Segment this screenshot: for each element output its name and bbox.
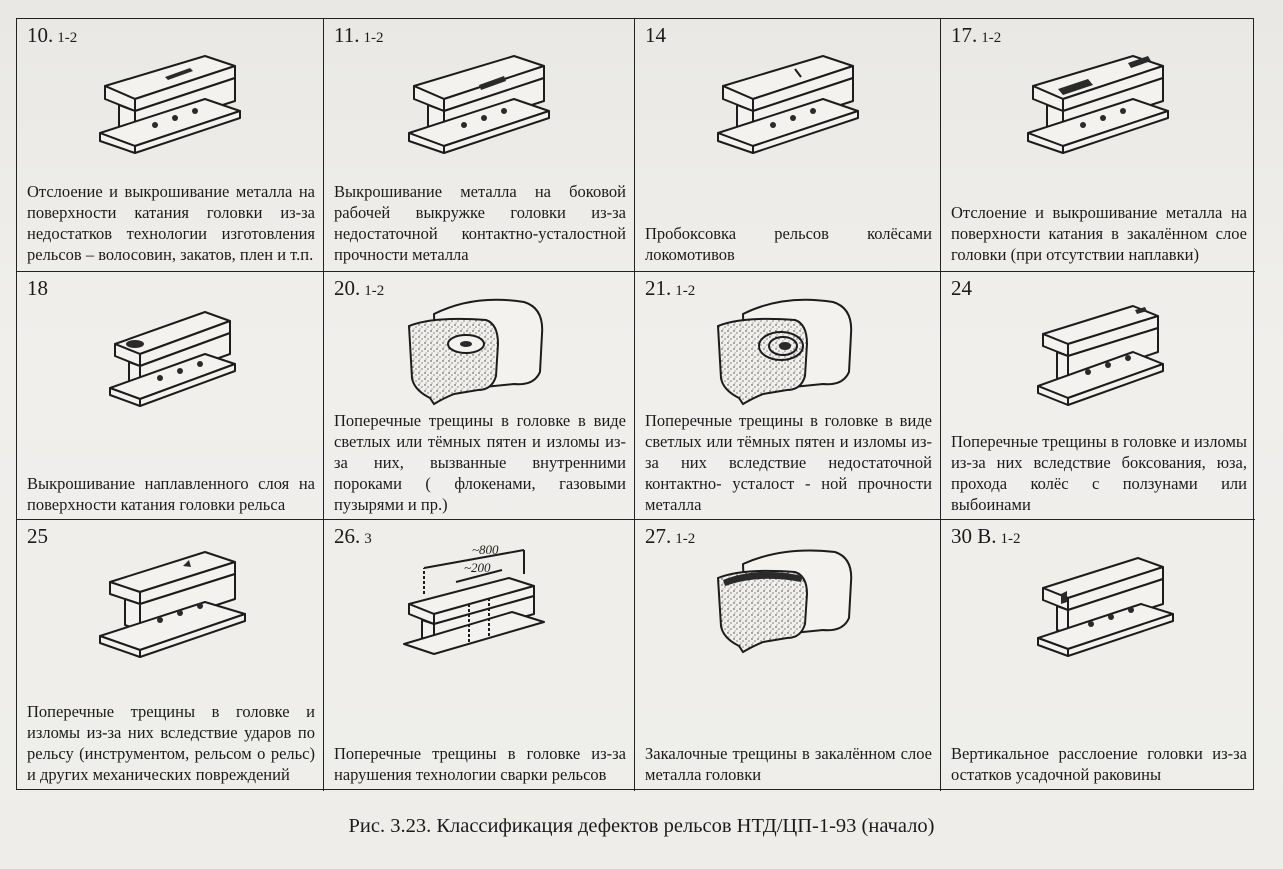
defect-cell-10: 10.1-2 Отслоение и выкрошивание металла … bbox=[17, 19, 324, 272]
rail-vertical-split-icon bbox=[1037, 557, 1174, 657]
rail-weld-deposit-spalling-icon bbox=[109, 311, 236, 407]
dimension-label: ~200 bbox=[464, 560, 491, 575]
defect-description: Поперечные трещины в головке из-за наруш… bbox=[334, 744, 626, 784]
defect-number: 24 bbox=[951, 276, 972, 300]
defect-cell-26: 26.3 ~800 ~200 Поперечные трещины в голо… bbox=[324, 520, 635, 791]
defect-number: 26.3 bbox=[334, 524, 372, 548]
defect-description: Отслоение и выкрошивание металла на пове… bbox=[951, 203, 1247, 264]
defect-description: Пробоксовка рельсов колёсами локомотивов bbox=[645, 224, 932, 264]
dimension-label: ~800 bbox=[472, 542, 499, 557]
defect-description: Поперечные трещины в головке и изломы из… bbox=[27, 702, 315, 784]
defects-table: 10.1-2 Отслоение и выкрошивание металла … bbox=[16, 18, 1255, 791]
defect-number: 30 В.1-2 bbox=[951, 524, 1021, 548]
rail-wheel-burn-icon bbox=[716, 55, 859, 154]
defect-number: 17.1-2 bbox=[951, 23, 1002, 47]
defect-description: Закалочные трещины в закалённом слое мет… bbox=[645, 744, 932, 784]
defect-description: Вертикальное расслоение головки из-за ос… bbox=[951, 744, 1247, 784]
welded-rail-joint-icon: ~800 ~200 bbox=[403, 542, 545, 655]
defect-cell-25: 25 Поперечные трещины в головке и изломы… bbox=[17, 520, 324, 791]
defect-description: Поперечные трещины в головке и изломы из… bbox=[951, 432, 1247, 514]
rail-head-spalling-icon bbox=[99, 55, 241, 154]
head-section-quench-crack-icon bbox=[716, 549, 852, 654]
defect-description: Поперечные трещины в головке в виде свет… bbox=[334, 411, 626, 514]
defect-number: 14 bbox=[645, 23, 666, 47]
defect-cell-11: 11.1-2 Выкрошивание металла на боковой р… bbox=[324, 19, 635, 272]
defect-cell-30: 30 В.1-2 Вертикальное расслоение головки… bbox=[941, 520, 1255, 791]
defect-cell-20: 20.1-2 Поперечные трещины в головке в ви… bbox=[324, 272, 635, 520]
defect-number: 27.1-2 bbox=[645, 524, 696, 548]
rail-impact-crack-icon bbox=[99, 551, 246, 658]
defect-description: Отслоение и выкрошивание металла на пове… bbox=[27, 182, 315, 264]
defect-number: 20.1-2 bbox=[334, 276, 385, 300]
defect-number: 21.1-2 bbox=[645, 276, 696, 300]
rail-hardened-spalling-icon bbox=[1027, 55, 1169, 154]
defect-cell-24: 24 Поперечные трещины в головке и изломы… bbox=[941, 272, 1255, 520]
defect-description: Выкрошивание металла на боковой рабочей … bbox=[334, 182, 626, 264]
defect-cell-17: 17.1-2 Отслоение и выкрошивание металла … bbox=[941, 19, 1255, 272]
defect-number: 25 bbox=[27, 524, 48, 548]
defect-number: 10.1-2 bbox=[27, 23, 78, 47]
rail-side-spalling-icon bbox=[408, 55, 550, 154]
defect-cell-21: 21.1-2 Поперечные трещины в головке в ви… bbox=[635, 272, 941, 520]
defect-cell-27: 27.1-2 Закалочные трещины в закалённом с… bbox=[635, 520, 941, 791]
defect-description: Выкрошивание наплавленного слоя на повер… bbox=[27, 474, 315, 514]
rail-skid-crack-icon bbox=[1037, 305, 1164, 406]
figure-caption: Рис. 3.23. Классификация дефектов рельсо… bbox=[348, 815, 935, 837]
defect-cell-14: 14 Пробоксовка рельсов колёсами локомоти… bbox=[635, 19, 941, 272]
defect-description: Поперечные трещины в головке в виде свет… bbox=[645, 411, 932, 514]
head-section-fatigue-crack-icon bbox=[716, 298, 852, 406]
defect-number: 18 bbox=[27, 276, 48, 300]
defect-number: 11.1-2 bbox=[334, 23, 384, 47]
head-section-flake-crack-icon bbox=[407, 298, 544, 406]
defect-cell-18: 18 Выкрошивание наплавленного слоя на по… bbox=[17, 272, 324, 520]
